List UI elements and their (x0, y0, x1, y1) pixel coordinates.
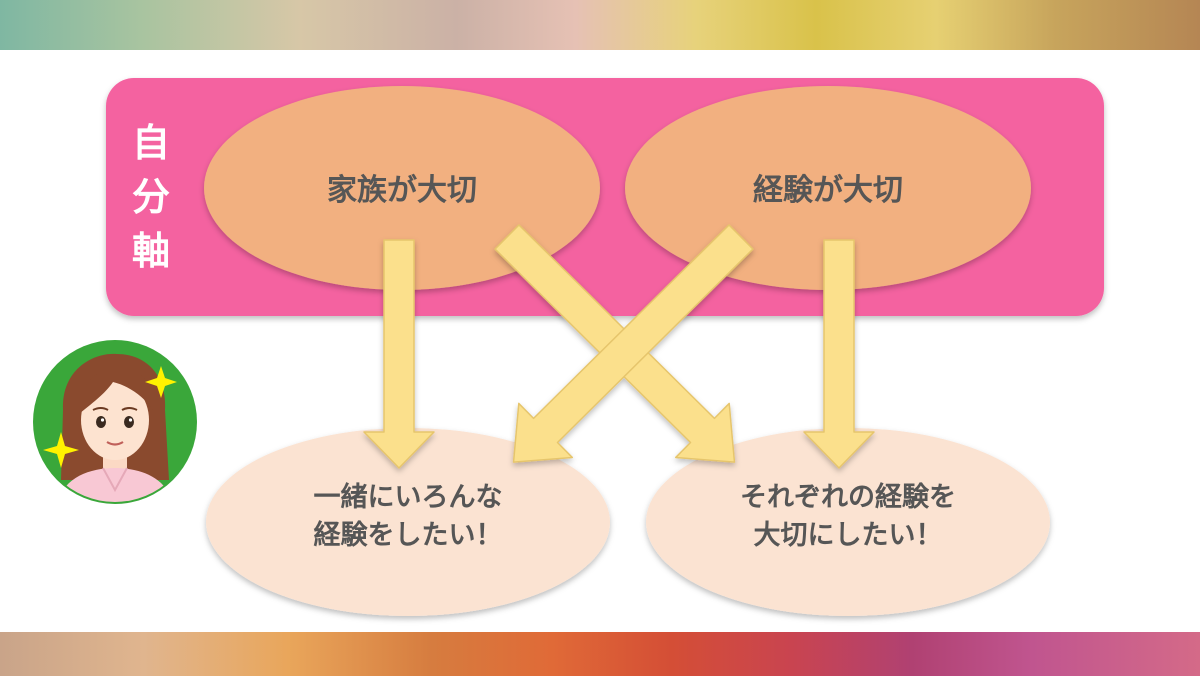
node-together-experience (206, 428, 610, 616)
woman-avatar (33, 340, 197, 504)
node-respect-experiences (646, 428, 1050, 616)
node-family (204, 86, 600, 290)
sparkle-icon (43, 432, 79, 468)
sparkle-icon (145, 366, 177, 398)
axis-label-char-1: 自 (132, 121, 170, 165)
node-respect-label-line1: それぞれの経験を (740, 481, 956, 513)
axis-label-char-2: 分 (132, 175, 170, 219)
node-respect-label-line2: 大切にしたい！ (754, 520, 943, 551)
arrow-experience-to-together (512, 224, 754, 463)
decorative-bottom-band (0, 632, 1200, 676)
decorative-top-band (0, 0, 1200, 50)
node-family-label: 家族が大切 (327, 173, 477, 208)
axis-label-char-3: 軸 (132, 229, 170, 273)
node-experience-label: 経験が大切 (753, 173, 903, 208)
node-together-label-line1: 一緒にいろんな (314, 481, 503, 513)
arrow-experience-to-respect (803, 239, 875, 469)
node-together-label-line2: 経験をしたい！ (314, 519, 503, 551)
arrow-family-to-together (363, 239, 435, 469)
